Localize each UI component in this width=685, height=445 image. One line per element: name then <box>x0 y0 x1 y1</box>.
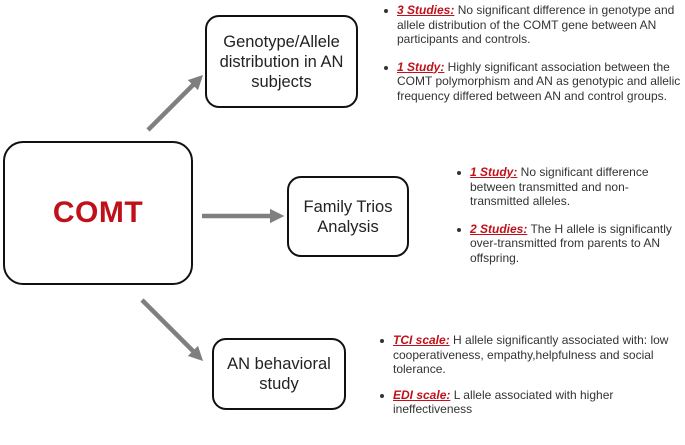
note-item: EDI scale: L allele associated with high… <box>379 388 684 417</box>
behavioral-notes: TCI scale: H allele significantly associ… <box>379 333 684 417</box>
genotype-notes: 3 Studies: No significant difference in … <box>383 3 683 103</box>
trios-node: Family Trios Analysis <box>287 176 409 257</box>
note-item: 2 Studies: The H allele is significantly… <box>456 222 684 266</box>
behavioral-node: AN behavioral study <box>212 338 346 410</box>
note-text: L allele associated with higher ineffect… <box>393 387 614 417</box>
note-item: 3 Studies: No significant difference in … <box>383 3 683 47</box>
note-label: 1 Study: <box>470 165 518 179</box>
genotype-label: Genotype/Allele distribution in AN subje… <box>219 32 344 91</box>
behavioral-label: AN behavioral study <box>227 355 331 393</box>
note-label: 1 Study: <box>397 59 445 74</box>
note-item: 1 Study: No significant difference betwe… <box>456 165 684 209</box>
note-item: TCI scale: H allele significantly associ… <box>379 333 684 377</box>
note-label: 3 Studies: <box>397 3 455 17</box>
note-text: No significant difference in genotype an… <box>397 3 675 46</box>
comt-label: COMT <box>52 196 144 229</box>
arrow-to-genotype <box>146 74 204 132</box>
note-label: EDI scale: <box>393 387 451 402</box>
note-label: 2 Studies: <box>470 221 528 236</box>
note-text: Highly significant association between t… <box>397 59 681 103</box>
note-label: TCI scale: <box>393 333 450 347</box>
arrow-to-behavioral <box>140 298 204 362</box>
note-text: No significant difference between transm… <box>470 165 649 208</box>
trios-notes: 1 Study: No significant difference betwe… <box>456 165 684 265</box>
note-text: The H allele is significantly over-trans… <box>470 221 672 265</box>
trios-label: Family Trios Analysis <box>303 197 393 236</box>
note-text: H allele significantly associated with: … <box>393 333 669 376</box>
comt-node: COMT <box>3 141 193 285</box>
note-item: 1 Study: Highly significant association … <box>383 60 683 104</box>
genotype-node: Genotype/Allele distribution in AN subje… <box>205 15 358 108</box>
